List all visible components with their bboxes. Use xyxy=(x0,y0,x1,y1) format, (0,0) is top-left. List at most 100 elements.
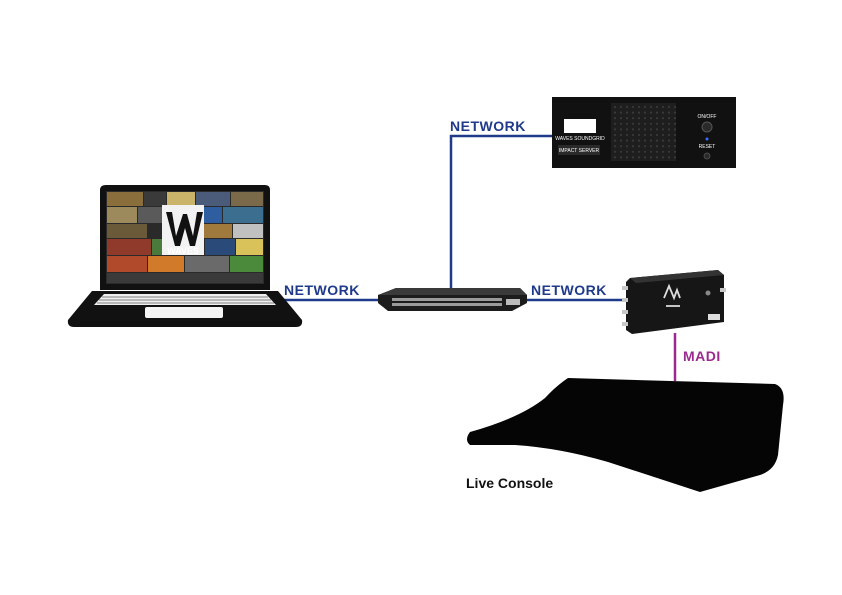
grille-hole xyxy=(625,133,629,137)
grille-hole xyxy=(625,139,629,142)
impact-server: WSG WAVES SOUNDGRID IMPACT SERVER ON/OFF… xyxy=(552,97,736,168)
network-switch xyxy=(378,288,527,311)
connection-lines xyxy=(282,134,677,381)
grille-hole xyxy=(661,117,665,120)
grille-hole xyxy=(661,105,665,109)
grille-hole xyxy=(631,111,635,114)
grille-hole xyxy=(625,122,629,125)
grille-hole xyxy=(619,111,623,114)
grille-hole xyxy=(643,128,647,131)
grille-hole xyxy=(655,133,659,137)
grille-hole xyxy=(631,117,635,120)
grille-hole xyxy=(637,133,641,137)
network-label-server: NETWORK xyxy=(450,118,526,134)
grille-hole xyxy=(661,111,665,114)
grille-hole xyxy=(643,117,647,120)
grille-hole xyxy=(673,139,677,142)
network-label-io: NETWORK xyxy=(531,282,607,298)
grille-hole xyxy=(655,150,659,153)
grille-hole xyxy=(613,122,617,125)
grille-hole xyxy=(649,133,653,137)
grille-hole xyxy=(637,122,641,125)
grille-hole xyxy=(625,156,629,159)
network-label-laptop: NETWORK xyxy=(284,282,360,298)
grille-hole xyxy=(649,122,653,125)
keyboard-keys xyxy=(97,296,274,304)
grille-hole xyxy=(643,145,647,148)
grille-hole xyxy=(661,122,665,125)
grille-hole xyxy=(613,111,617,114)
grille-hole xyxy=(631,133,635,137)
grille-hole xyxy=(655,156,659,159)
io-badge xyxy=(708,314,720,320)
grille-hole xyxy=(661,139,665,142)
grille-hole xyxy=(667,122,671,125)
grille-hole xyxy=(613,145,617,148)
madi-label: MADI xyxy=(683,348,721,364)
grille-hole xyxy=(673,128,677,131)
grille-hole xyxy=(643,122,647,125)
io-logo-icon xyxy=(663,283,681,307)
switch-ports xyxy=(392,298,520,306)
grille-hole xyxy=(637,156,641,159)
grille-hole xyxy=(655,145,659,148)
grille-hole xyxy=(661,133,665,137)
grille-hole xyxy=(649,105,653,109)
grille-hole xyxy=(619,139,623,142)
console-label: Live Console xyxy=(466,475,553,491)
plugin-tiles xyxy=(107,192,263,283)
grille-hole xyxy=(655,128,659,131)
grille-hole xyxy=(625,150,629,153)
grille-hole xyxy=(631,150,635,153)
grille-hole xyxy=(637,128,641,131)
grille-hole xyxy=(637,139,641,142)
laptop-brand-text: WAVES xyxy=(167,246,199,256)
grille-hole xyxy=(613,150,617,153)
grille-hole xyxy=(673,156,677,159)
grille-hole xyxy=(625,117,629,120)
grille-hole xyxy=(649,117,653,120)
grille-hole xyxy=(655,117,659,120)
grille-hole xyxy=(649,139,653,142)
grille-hole xyxy=(661,145,665,148)
grille-hole xyxy=(673,150,677,153)
waves-w-icon xyxy=(166,212,203,246)
grille-hole xyxy=(613,105,617,109)
grille-hole xyxy=(643,105,647,109)
grille-hole xyxy=(655,111,659,114)
grille-hole xyxy=(643,150,647,153)
waves-logo: WAVES xyxy=(162,205,204,256)
grille-hole xyxy=(631,105,635,109)
grille-hole xyxy=(637,150,641,153)
grille-hole xyxy=(655,105,659,109)
power-button-icon xyxy=(701,121,713,133)
io-connectors xyxy=(622,286,726,326)
grille-hole xyxy=(619,145,623,148)
grille-hole xyxy=(649,111,653,114)
grille-hole xyxy=(619,150,623,153)
reset-button-icon xyxy=(703,152,711,160)
grille-hole xyxy=(613,156,617,159)
grille-hole xyxy=(655,122,659,125)
grille-hole xyxy=(643,133,647,137)
laptop-touchpad xyxy=(145,307,223,318)
server-reset-label: RESET xyxy=(699,144,716,150)
grille-hole xyxy=(649,156,653,159)
grille-hole xyxy=(643,139,647,142)
grille-hole xyxy=(655,139,659,142)
live-console xyxy=(467,378,784,492)
grille-hole xyxy=(619,117,623,120)
grille-hole xyxy=(631,139,635,142)
grille-hole xyxy=(619,122,623,125)
grille-hole xyxy=(673,117,677,120)
grille-hole xyxy=(631,145,635,148)
grille-hole xyxy=(667,150,671,153)
grille-hole xyxy=(637,105,641,109)
laptop-keyboard xyxy=(94,294,276,305)
grille-hole xyxy=(637,145,641,148)
grille-hole xyxy=(631,122,635,125)
grille-hole xyxy=(667,128,671,131)
line-switch-to-server xyxy=(449,134,552,292)
grille-hole xyxy=(631,128,635,131)
grille-hole xyxy=(673,111,677,114)
